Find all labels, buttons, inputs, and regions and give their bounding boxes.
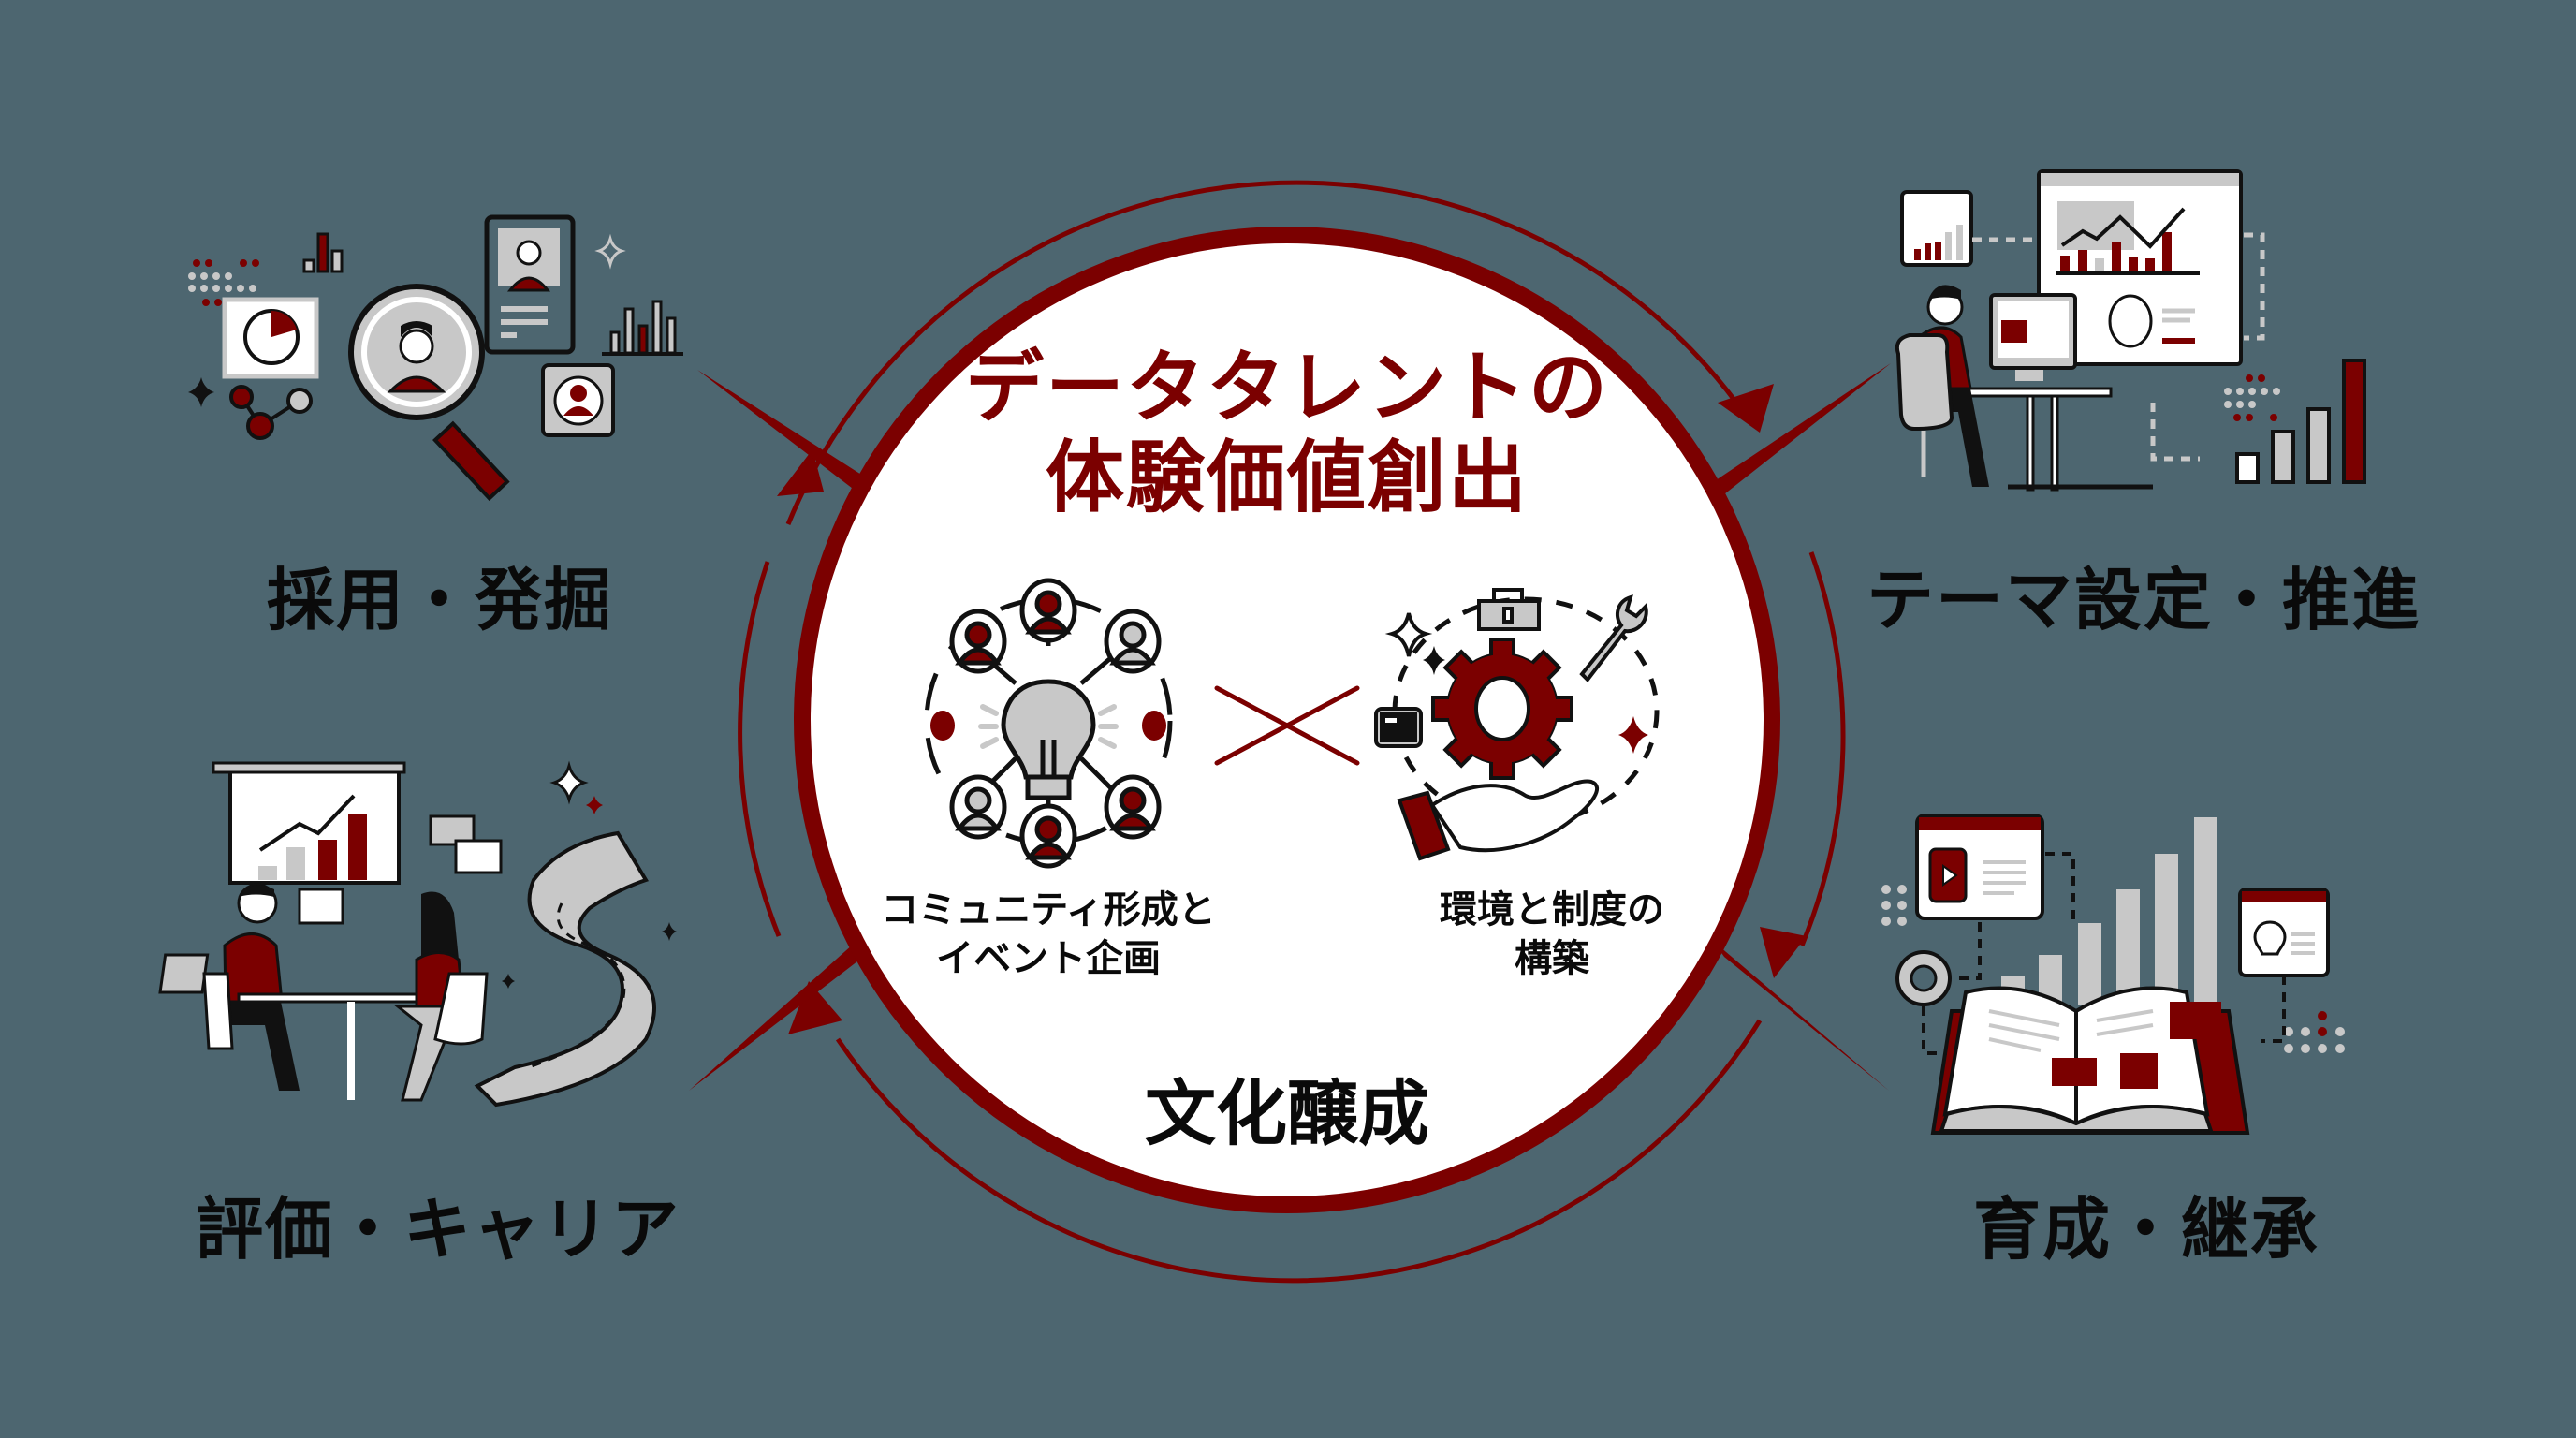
- environment-system-line2: 構築: [1515, 937, 1589, 980]
- community-events-label: コミュニティ形成と イベント企画: [881, 886, 1216, 983]
- community-events-line1: コミュニティ形成と: [881, 888, 1216, 932]
- arrowhead-top-right: [1718, 384, 1774, 433]
- arrowhead-bottom-left: [788, 981, 842, 1034]
- environment-system-label: 環境と制度の 構築: [1440, 886, 1664, 983]
- quadrant-label-training-succession: 育成・継承: [1972, 1190, 2320, 1269]
- cross-icon: [1214, 685, 1360, 766]
- culture-building-label: 文化醸成: [1145, 1072, 1429, 1155]
- community-events-line2: イベント企画: [935, 937, 1161, 980]
- center-title-line2: 体験価値創出: [1045, 432, 1530, 523]
- spike-bottom-right: [1713, 941, 1889, 1091]
- quadrant-label-recruitment: 採用・発掘: [266, 561, 614, 639]
- center-circle: [794, 227, 1780, 1213]
- environment-system-line1: 環境と制度の: [1440, 888, 1664, 932]
- spike-bottom-left: [689, 944, 866, 1091]
- spike-top-right: [1713, 363, 1891, 494]
- arrowhead-left: [777, 449, 824, 496]
- spike-top-left: [697, 370, 866, 492]
- quadrant-label-evaluation-career: 評価・キャリア: [195, 1190, 681, 1269]
- arrowhead-right: [1760, 927, 1807, 978]
- center-title-line1: データタレントの: [964, 342, 1610, 433]
- cycle-arrowheads: [777, 384, 1807, 1034]
- quadrant-label-theme-setting: テーマ設定・推進: [1866, 561, 2422, 639]
- connector-spikes: [689, 363, 1891, 1091]
- outer-cycle-ring: [738, 180, 1846, 1284]
